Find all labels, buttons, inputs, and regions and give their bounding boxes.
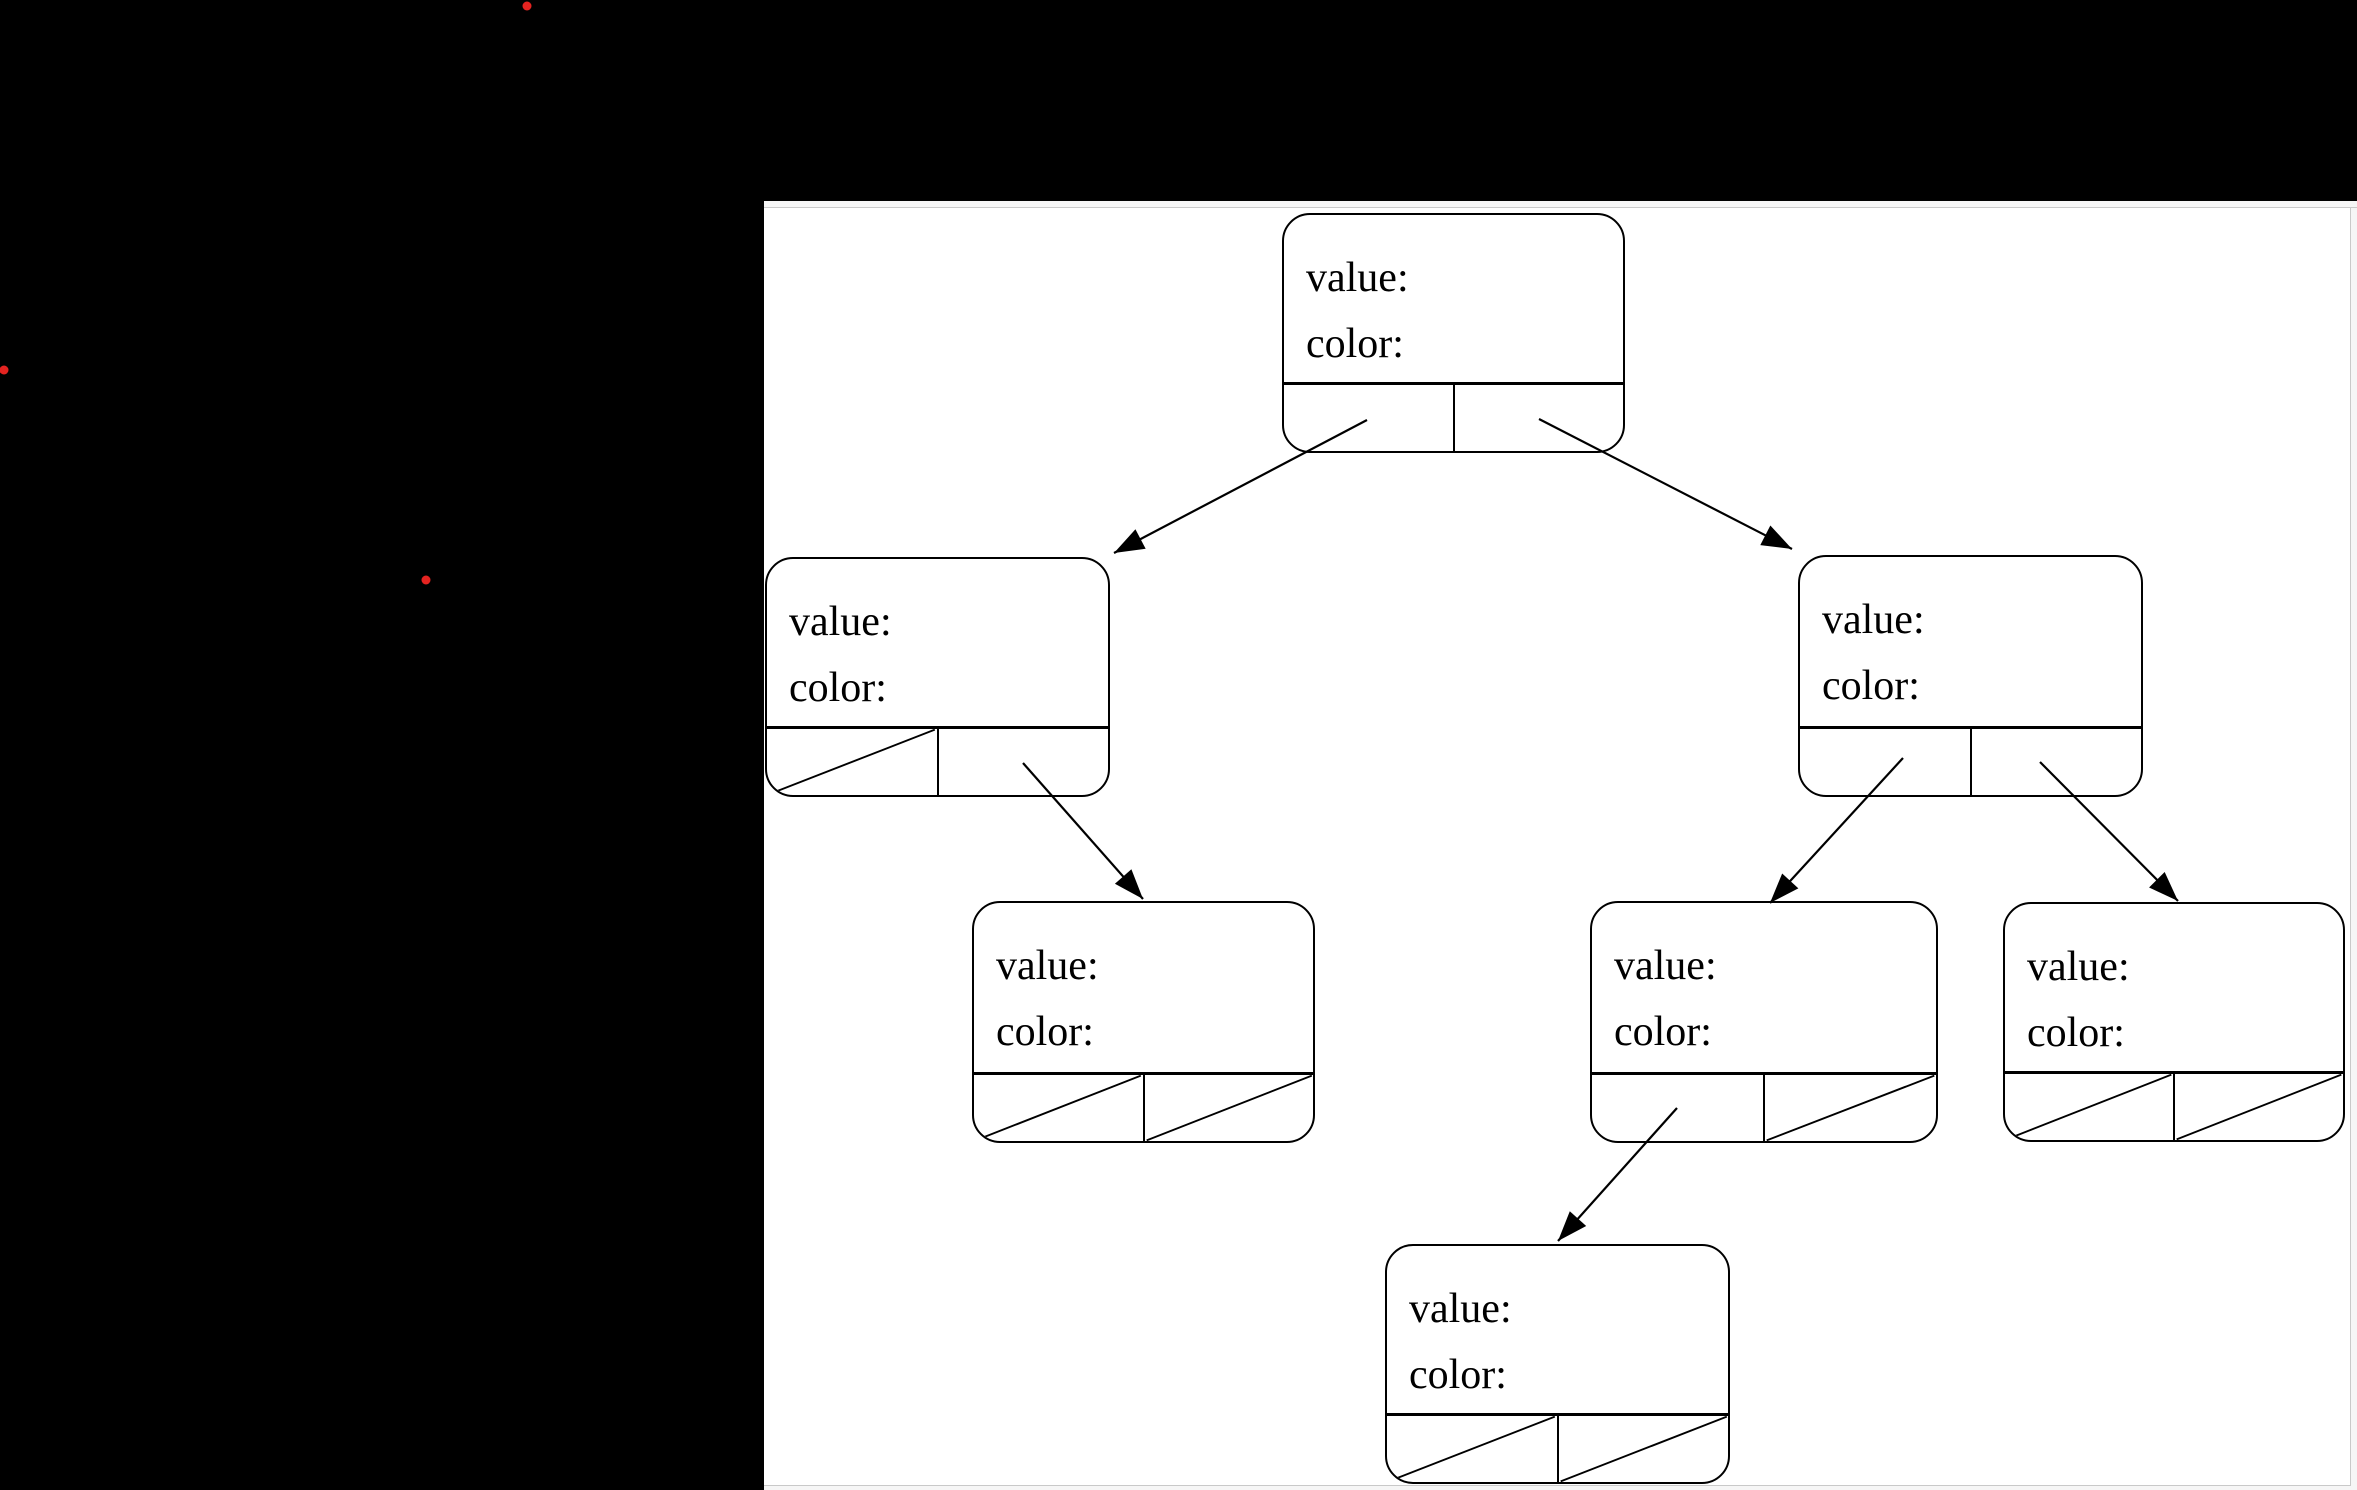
node-color-label: color: [1614,1009,1712,1055]
pointer-row [767,726,1108,795]
null-pointer-icon [767,729,937,795]
left-pointer-cell [1284,385,1455,451]
node-fields: value: color: [1387,1246,1728,1413]
node-color-label: color: [996,1009,1094,1055]
left-pointer-cell [1800,729,1972,795]
tree-node-right-right: value: color: [2003,902,2345,1142]
tree-node-right-left: value: color: [1590,901,1938,1143]
pointer-row [1800,726,2141,795]
node-value-label: value: [2027,944,2130,990]
node-fields: value: color: [1284,215,1623,382]
null-pointer-icon [2175,1074,2343,1140]
left-pointer-cell [2005,1074,2175,1140]
panel-bottom-border [764,1485,2351,1486]
node-color-label: color: [1409,1352,1507,1398]
left-pointer-cell [767,729,939,795]
node-value-label: value: [789,599,892,645]
tree-node-left-right: value: color: [972,901,1315,1143]
pointer-row [2005,1071,2343,1140]
node-value-label: value: [1409,1286,1512,1332]
node-value-label: value: [1614,943,1717,989]
right-pointer-cell [1559,1416,1729,1482]
tree-node-left: value: color: [765,557,1110,797]
left-pointer-cell [974,1075,1145,1141]
red-dot [0,365,9,375]
null-pointer-icon [1765,1075,1936,1141]
node-color-label: color: [1306,321,1404,367]
red-dot [522,1,532,11]
pointer-row [974,1072,1313,1141]
pointer-row [1592,1072,1936,1141]
node-color-label: color: [1822,663,1920,709]
node-fields: value: color: [2005,904,2343,1071]
null-pointer-icon [1559,1416,1729,1482]
right-pointer-cell [1145,1075,1314,1141]
right-pointer-cell [1455,385,1624,451]
tree-node-root: value: color: [1282,213,1625,453]
left-pointer-cell [1592,1075,1765,1141]
pointer-row [1284,382,1623,451]
tree-node-right-left-left: value: color: [1385,1244,1730,1484]
node-value-label: value: [996,943,1099,989]
null-pointer-icon [1145,1075,1314,1141]
panel-right-border [2350,207,2351,1486]
node-value-label: value: [1306,255,1409,301]
node-fields: value: color: [767,559,1108,726]
tree-node-right: value: color: [1798,555,2143,797]
right-pointer-cell [939,729,1109,795]
pointer-row [1387,1413,1728,1482]
null-pointer-icon [2005,1074,2173,1140]
null-pointer-icon [1387,1416,1557,1482]
right-pointer-cell [2175,1074,2343,1140]
node-fields: value: color: [1800,557,2141,726]
node-color-label: color: [2027,1010,2125,1056]
right-pointer-cell [1972,729,2142,795]
node-fields: value: color: [1592,903,1936,1072]
node-fields: value: color: [974,903,1313,1072]
right-pointer-cell [1765,1075,1936,1141]
null-pointer-icon [974,1075,1143,1141]
node-value-label: value: [1822,597,1925,643]
red-dot [421,575,431,585]
left-pointer-cell [1387,1416,1559,1482]
node-color-label: color: [789,665,887,711]
panel-top-border [764,207,2357,208]
